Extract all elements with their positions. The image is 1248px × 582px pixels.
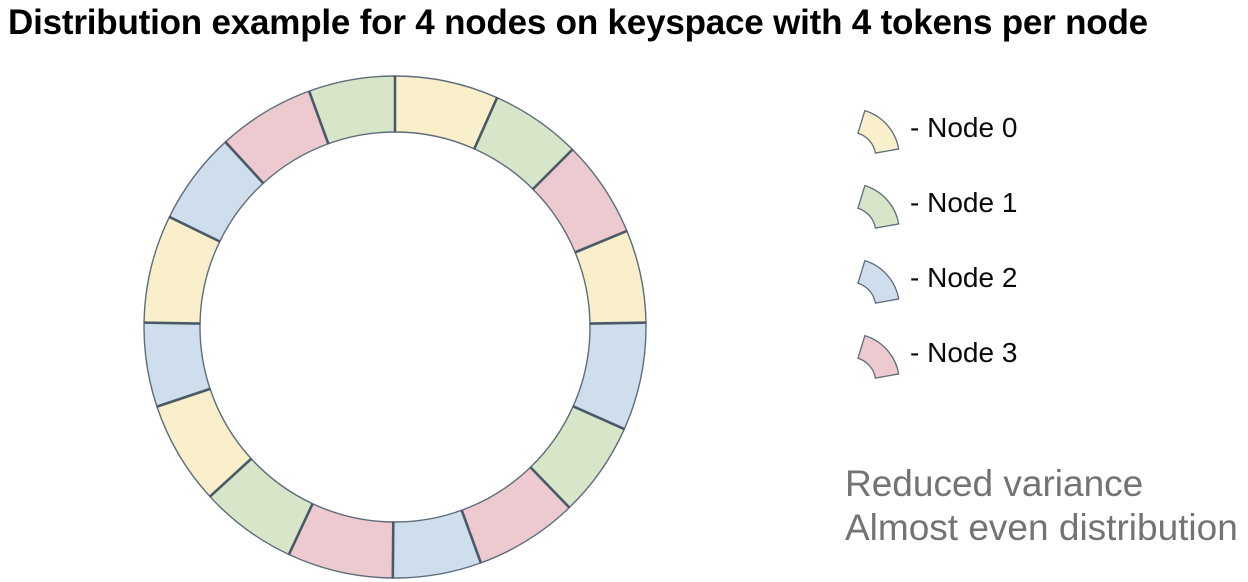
legend-label-node-3: - Node 3: [910, 337, 1018, 368]
node-3-swatch-icon: [857, 334, 900, 379]
token-boundary: [209, 457, 253, 498]
token-boundary: [307, 90, 330, 145]
token-boundary: [589, 321, 646, 325]
token-boundary: [168, 215, 221, 243]
token-boundary: [473, 97, 499, 150]
legend-label-node-0: - Node 0: [910, 112, 1018, 143]
token-boundary: [574, 229, 628, 254]
node-1-swatch-icon: [857, 184, 900, 229]
page-title: Distribution example for 4 nodes on keys…: [8, 3, 1148, 42]
annotation-line-1: Reduced variance: [845, 463, 1144, 504]
token-boundary: [531, 148, 574, 191]
legend-label-node-1: - Node 1: [910, 187, 1018, 218]
token-boundary: [529, 466, 571, 509]
legend: - Node 0 - Node 1 - Node 2 - Node 3: [848, 100, 1017, 400]
legend-item-node-1: - Node 1: [848, 175, 1017, 231]
legend-item-node-3: - Node 3: [848, 325, 1017, 381]
node-0-swatch-icon: [857, 109, 900, 154]
legend-label-node-2: - Node 2: [910, 262, 1018, 293]
token-boundary: [460, 509, 483, 564]
token-boundary: [144, 321, 201, 325]
annotation-text: Reduced variance Almost even distributio…: [845, 462, 1238, 550]
annotation-line-2: Almost even distribution: [845, 507, 1238, 548]
token-boundary: [156, 387, 211, 408]
legend-item-node-0: - Node 0: [848, 100, 1017, 156]
legend-item-node-2: - Node 2: [848, 250, 1017, 306]
token-boundary: [224, 141, 265, 185]
node-2-swatch-icon: [857, 259, 900, 304]
token-boundary: [572, 405, 625, 431]
token-boundary: [287, 503, 314, 556]
token-ring-chart: [143, 75, 647, 579]
